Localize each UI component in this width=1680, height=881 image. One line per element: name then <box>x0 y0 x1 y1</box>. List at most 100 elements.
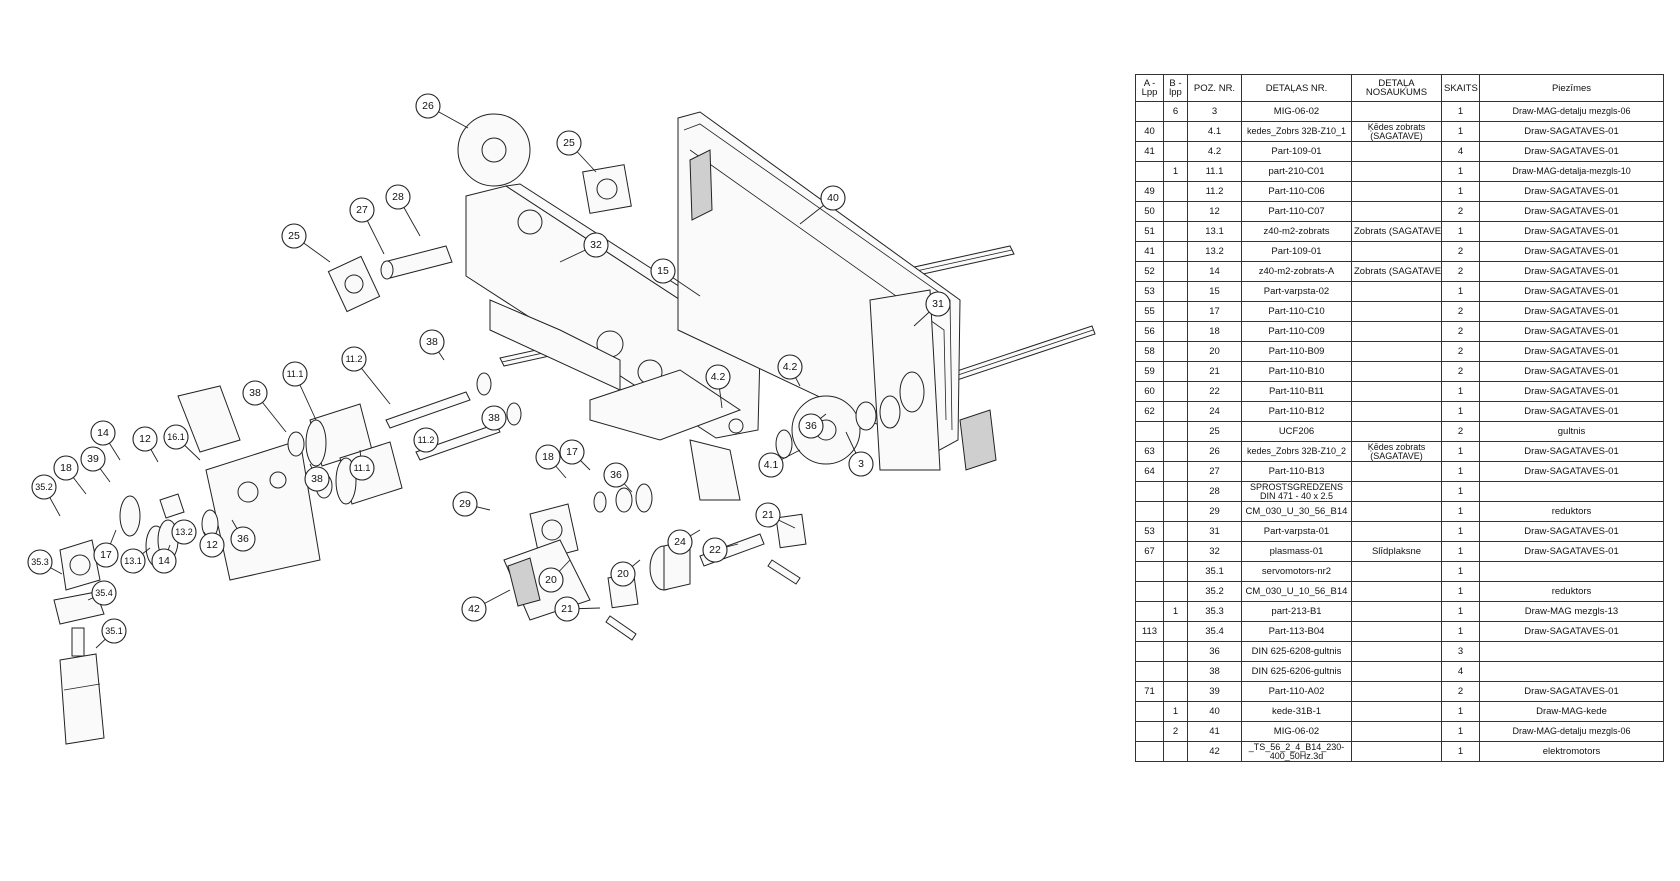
bearing-38-c <box>476 372 492 396</box>
sprocket-26 <box>457 113 531 187</box>
callout-label: 35.4 <box>95 588 113 598</box>
bom-cell: 53 <box>1135 281 1164 302</box>
bom-cell: Zobrats (SAGATAVE) <box>1351 221 1442 242</box>
bom-header-cell: DETAĻA NOSAUKUMS <box>1351 74 1442 102</box>
bom-cell: 113 <box>1135 621 1164 642</box>
bom-cell <box>1135 561 1164 582</box>
bom-cell: Draw-SAGATAVES-01 <box>1479 181 1664 202</box>
hub-4-2 <box>775 401 877 459</box>
bom-cell: 1 <box>1441 121 1480 142</box>
bom-cell: 1 <box>1163 161 1188 182</box>
callout-label: 3 <box>858 458 864 470</box>
bom-cell: 6 <box>1163 101 1188 122</box>
bom-cell <box>1351 461 1442 482</box>
bom-cell: plasmass-01 <box>1241 541 1352 562</box>
callout-balloon: 42 <box>461 589 511 622</box>
bom-cell <box>1351 281 1442 302</box>
bom-cell: Part-varpsta-02 <box>1241 281 1352 302</box>
bom-cell: 4.2 <box>1187 141 1242 162</box>
bom-cell: 17 <box>1187 301 1242 322</box>
bom-cell: 25 <box>1187 421 1242 442</box>
callout-label: 40 <box>827 192 839 204</box>
bom-cell: 53 <box>1135 521 1164 542</box>
callout-label: 4.2 <box>711 371 726 383</box>
hub-18-17 <box>593 483 653 513</box>
bom-cell: 4 <box>1441 141 1480 162</box>
bom-cell: Part-110-B12 <box>1241 401 1352 422</box>
bom-cell: 3 <box>1441 641 1480 662</box>
callout-label: 11.1 <box>287 369 304 379</box>
shaft-11-2-upper <box>385 391 471 429</box>
shaft-27 <box>380 245 453 280</box>
callout-balloon: 35.3 <box>27 549 63 575</box>
callout-balloon: 38 <box>304 463 330 492</box>
bom-cell: 2 <box>1441 361 1480 382</box>
bom-cell <box>1351 141 1442 162</box>
callout-balloon: 13.2 <box>171 519 197 545</box>
bom-cell: 1 <box>1441 461 1480 482</box>
callout-label: 39 <box>87 453 99 465</box>
bom-cell: 55 <box>1135 301 1164 322</box>
callout-label: 36 <box>805 420 817 432</box>
bom-cell: 20 <box>1187 341 1242 362</box>
callout-circle <box>31 474 57 500</box>
bom-cell: 1 <box>1163 601 1188 622</box>
callout-label: 13.1 <box>124 556 142 566</box>
callout-label: 36 <box>610 469 622 481</box>
bom-cell <box>1351 161 1442 182</box>
bom-cell: z40-m2-zobrats-A <box>1241 261 1352 282</box>
left-bracket <box>177 385 321 581</box>
bom-cell: 1 <box>1441 601 1480 622</box>
bom-cell <box>1135 481 1164 502</box>
callout-label: 4.1 <box>764 459 779 471</box>
bom-cell <box>1351 721 1442 742</box>
roller-11-1-upper <box>305 403 373 467</box>
callout-label: 38 <box>249 387 261 399</box>
callout-circle <box>242 380 268 406</box>
bom-cell: Draw-SAGATAVES-01 <box>1479 121 1664 142</box>
callout-circle <box>777 354 803 380</box>
bom-cell: 11.1 <box>1187 161 1242 182</box>
bom-cell <box>1351 361 1442 382</box>
bom-cell: 32 <box>1187 541 1242 562</box>
bom-cell <box>1163 201 1188 222</box>
bom-cell <box>1351 421 1442 442</box>
callout-circle <box>281 223 307 249</box>
bom-cell: MIG-06-02 <box>1241 721 1352 742</box>
callout-balloon: 14 <box>90 420 121 461</box>
bom-cell <box>1351 641 1442 662</box>
callout-circle <box>556 130 582 156</box>
bom-cell: elektromotors <box>1479 741 1664 762</box>
callout-balloon: 21 <box>755 502 796 529</box>
bom-cell: Draw-SAGATAVES-01 <box>1479 221 1664 242</box>
bom-cell: 12 <box>1187 201 1242 222</box>
bom-cell <box>1351 561 1442 582</box>
bom-cell: 67 <box>1135 541 1164 562</box>
callout-circle <box>93 542 119 568</box>
callout-balloon: 11.2 <box>413 427 439 453</box>
callout-balloon: 22 <box>702 537 739 563</box>
bom-cell: MIG-06-02 <box>1241 101 1352 122</box>
bom-cell: Ķēdes zobrats (SAGATAVE) <box>1351 441 1442 462</box>
bom-cell <box>1163 181 1188 202</box>
callout-label: 18 <box>60 462 72 474</box>
bom-cell: 1 <box>1441 401 1480 422</box>
bom-cell: 1 <box>1441 721 1480 742</box>
bom-cell: 2 <box>1441 321 1480 342</box>
assembly-svg: 2625282725324015313811.211.1384.24.23634… <box>27 93 1096 745</box>
bom-cell <box>1351 321 1442 342</box>
callout-balloon: 40 <box>799 185 846 225</box>
callout-balloon: 12 <box>132 426 159 463</box>
bom-cell <box>1163 301 1188 322</box>
bom-cell: SPROSTSGREDZENS DIN 471 - 40 x 2.5 <box>1241 481 1352 502</box>
bom-cell <box>1351 381 1442 402</box>
